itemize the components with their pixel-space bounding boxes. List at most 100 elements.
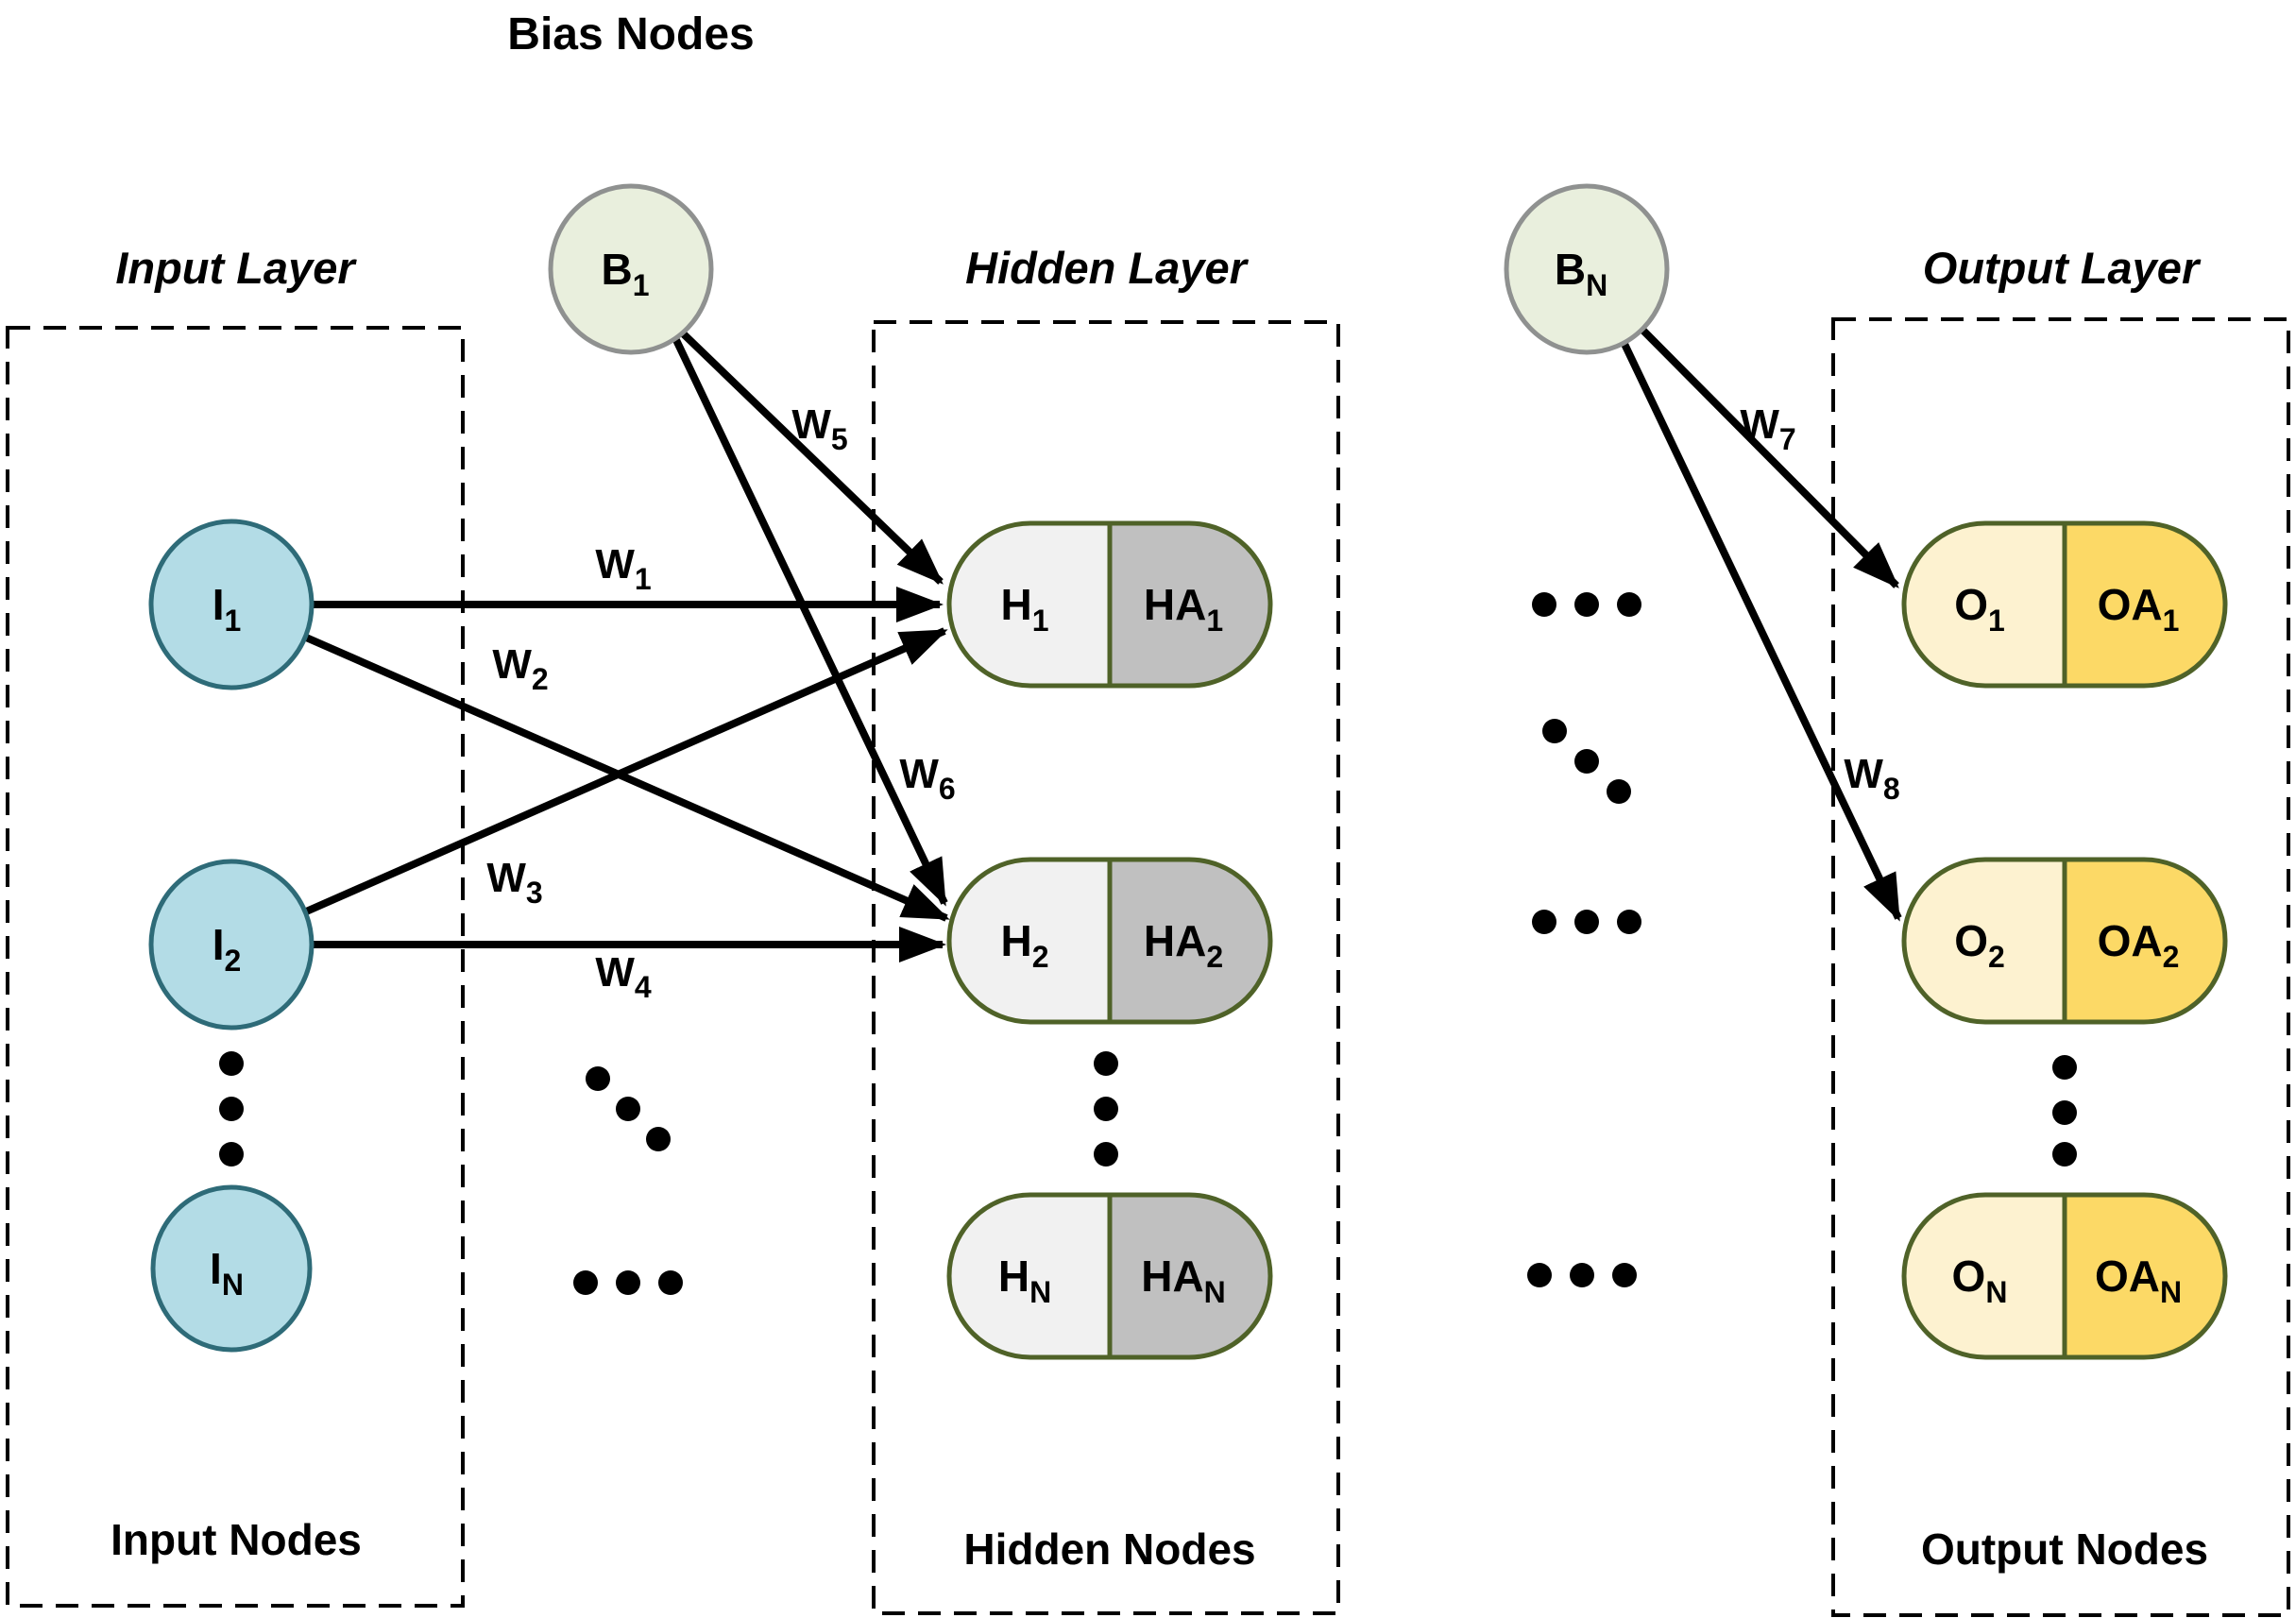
output-node-o1: O1 OA1 — [1901, 520, 2228, 689]
output-node-oa2-label: OA2 — [2098, 916, 2180, 974]
bias-node-bn-label: BN — [1555, 245, 1607, 302]
dot — [1617, 592, 1641, 617]
hidden-node-h2-left-half — [946, 857, 1113, 1025]
dot — [1532, 910, 1556, 934]
input-node-i2-label: I2 — [213, 920, 242, 978]
dot — [1532, 592, 1556, 617]
dots-input-column-vertical — [219, 1051, 244, 1167]
dot — [616, 1270, 640, 1295]
output-node-on-left-half — [1901, 1192, 2067, 1360]
output-nodes-label: Output Nodes — [1921, 1524, 2208, 1574]
arrow-i2-h1 — [302, 627, 948, 916]
dot — [1574, 592, 1599, 617]
hidden-node-hn: HN HAN — [946, 1192, 1273, 1360]
dot — [1542, 719, 1567, 743]
dot — [646, 1127, 671, 1151]
hidden-nodes-label: Hidden Nodes — [963, 1524, 1255, 1574]
dot — [1570, 1263, 1594, 1287]
dot — [573, 1270, 598, 1295]
weight-label-w5: W5 — [791, 401, 847, 456]
bias-node-bn-circle — [1504, 183, 1670, 355]
hidden-node-h2-right-half — [1107, 857, 1273, 1025]
weight-label-w2: W2 — [492, 641, 548, 696]
dot — [2052, 1142, 2077, 1167]
input-layer-box — [6, 326, 465, 1608]
dot — [658, 1270, 683, 1295]
dot — [1574, 910, 1599, 934]
input-nodes-label: Input Nodes — [111, 1515, 362, 1564]
hidden-node-hn-label: HN — [998, 1252, 1051, 1309]
input-node-i1-label: I1 — [213, 580, 242, 638]
arrow-bn-o2 — [1620, 340, 1902, 922]
weight-label-w1: W1 — [595, 541, 651, 596]
dots-middle-top-horizontal — [1532, 592, 1641, 617]
output-node-on-right-half — [2062, 1192, 2228, 1360]
weight-label-w8: W8 — [1844, 751, 1899, 806]
output-node-o2-left-half — [1901, 857, 2067, 1025]
weight-label-w7: W7 — [1740, 401, 1795, 456]
bias-nodes-heading: Bias Nodes — [507, 9, 754, 60]
dots-middle-diagonal — [1542, 719, 1631, 804]
dot — [586, 1066, 610, 1091]
hidden-node-han-label: HAN — [1141, 1252, 1226, 1309]
input-node-i2: I2 — [148, 859, 315, 1030]
dot — [1607, 779, 1631, 804]
dots-output-column-vertical — [2052, 1055, 2077, 1167]
dot — [1527, 1263, 1552, 1287]
dot — [1094, 1051, 1118, 1076]
hidden-layer-title: Hidden Layer — [965, 243, 1249, 293]
input-node-in-circle — [150, 1184, 313, 1353]
bias-node-b1: B1 — [548, 183, 714, 355]
weight-label-w6: W6 — [899, 751, 955, 806]
dot — [2052, 1100, 2077, 1125]
arrow-bn-o1 — [1639, 326, 1899, 588]
arrow-i1-h2 — [302, 633, 950, 922]
dot — [2052, 1055, 2077, 1080]
output-node-o1-left-half — [1901, 520, 2067, 689]
hidden-node-h1-right-half — [1107, 520, 1273, 689]
input-node-i1: I1 — [148, 519, 315, 690]
output-node-oa1-label: OA1 — [2098, 580, 2180, 638]
bias-node-b1-label: B1 — [601, 245, 649, 302]
dots-middle-bottom-horizontal — [1527, 1263, 1637, 1287]
hidden-node-hn-right-half — [1107, 1192, 1273, 1360]
dots-middle-mid-horizontal — [1532, 910, 1641, 934]
dots-hidden-column-vertical — [1094, 1051, 1118, 1167]
bias-node-bn: BN — [1504, 183, 1670, 355]
bias-node-b1-circle — [548, 183, 714, 355]
hidden-node-h1-left-half — [946, 520, 1113, 689]
output-node-o1-right-half — [2062, 520, 2228, 689]
output-node-o1-label: O1 — [1954, 580, 2005, 638]
hidden-node-h1-label: H1 — [1000, 580, 1048, 638]
dot — [1612, 1263, 1637, 1287]
output-node-on: ON OAN — [1901, 1192, 2228, 1360]
hidden-layer-box — [872, 320, 1340, 1615]
arrow-b1-h2 — [672, 338, 948, 907]
output-node-oan-label: OAN — [2095, 1252, 2182, 1309]
input-node-i1-circle — [148, 519, 315, 690]
dot — [219, 1051, 244, 1076]
hidden-node-h2: H2 HA2 — [946, 857, 1273, 1025]
dot — [1617, 910, 1641, 934]
dot — [219, 1142, 244, 1167]
weight-label-w4: W4 — [595, 949, 652, 1004]
output-node-o2-right-half — [2062, 857, 2228, 1025]
input-node-in: IN — [150, 1184, 313, 1353]
hidden-node-h2-label: H2 — [1000, 916, 1048, 974]
input-node-i2-circle — [148, 859, 315, 1030]
dots-bias-column-horizontal — [573, 1270, 683, 1295]
hidden-node-ha1-label: HA1 — [1144, 580, 1223, 638]
output-layer-box — [1831, 317, 2290, 1617]
output-node-o2-label: O2 — [1954, 916, 2005, 974]
output-layer-title: Output Layer — [1923, 243, 2202, 293]
dots-bias-column-diagonal — [586, 1066, 671, 1151]
dot — [219, 1097, 244, 1121]
hidden-node-h1: H1 HA1 — [946, 520, 1273, 689]
dot — [616, 1097, 640, 1121]
dot — [1094, 1097, 1118, 1121]
input-node-in-label: IN — [210, 1244, 244, 1302]
hidden-node-ha2-label: HA2 — [1144, 916, 1223, 974]
arrow-b1-h1 — [678, 329, 944, 585]
dot — [1094, 1142, 1118, 1167]
